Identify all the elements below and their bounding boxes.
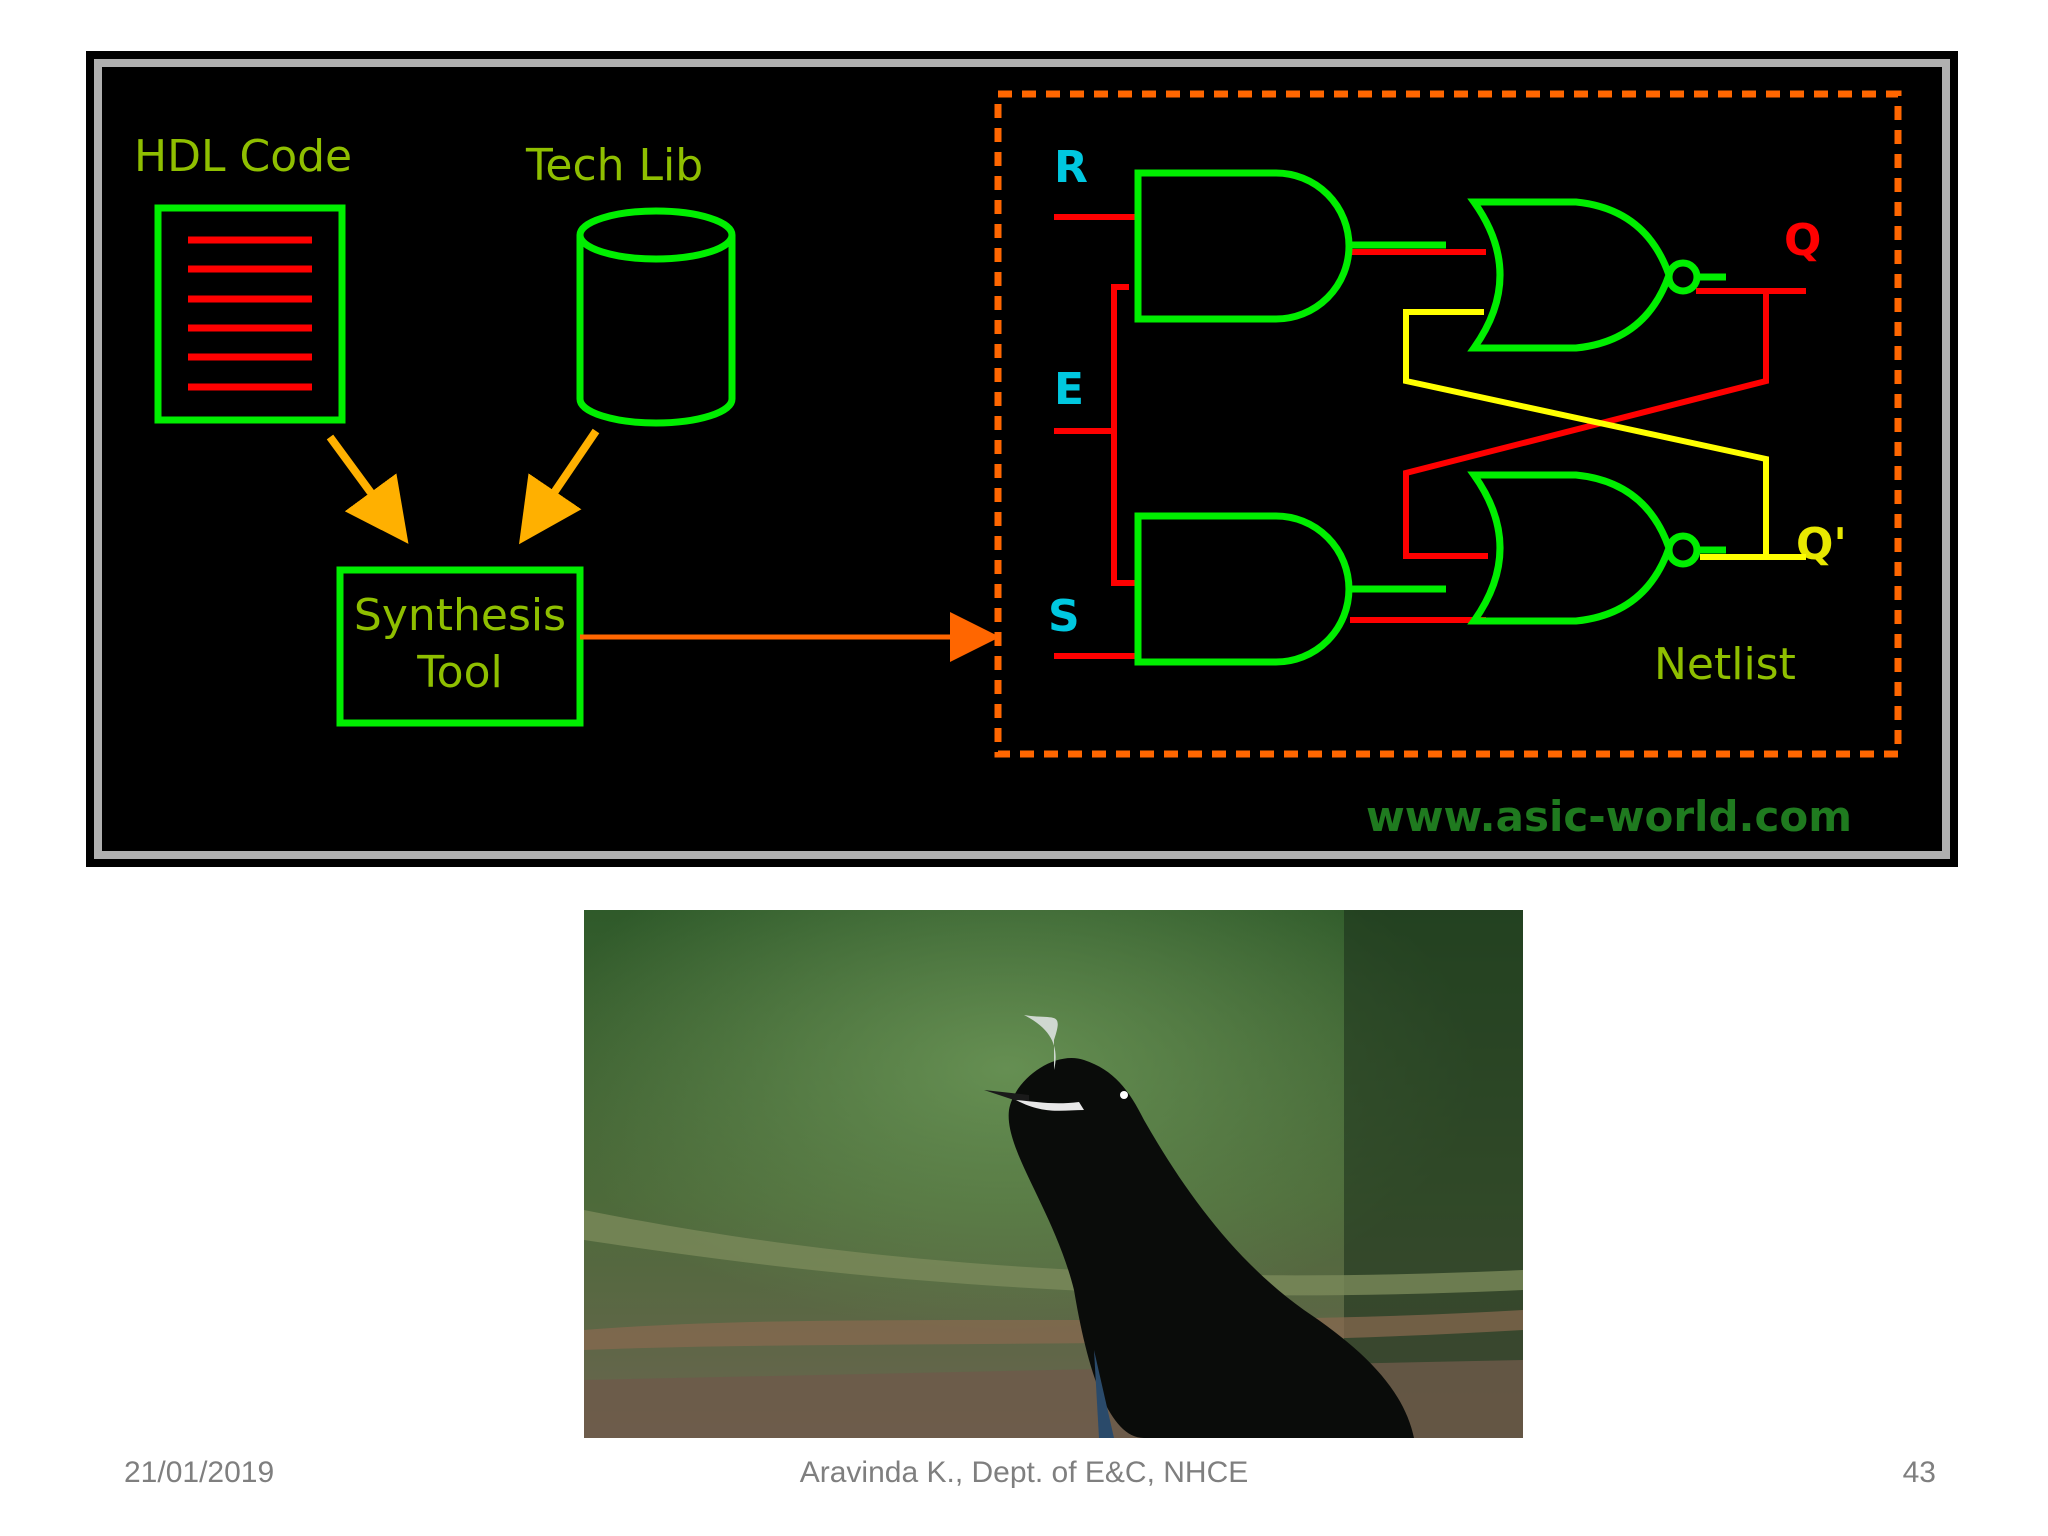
diagram-border: [94, 59, 1950, 859]
synthesis-tool-label-line2: Tool: [416, 647, 502, 698]
footer-author: Aravinda K., Dept. of E&C, NHCE: [799, 1456, 1249, 1489]
and-gate-bottom: [1134, 512, 1353, 666]
footer-date: 21/01/2019: [124, 1456, 275, 1489]
nor-gate-bottom-bubble: [1665, 532, 1701, 568]
document-icon: [154, 204, 346, 424]
output-q-label: Q: [1784, 215, 1821, 266]
nor-gate-bottom: [1467, 471, 1673, 625]
synthesis-tool-label-line1: Synthesis: [354, 590, 566, 641]
techlib-to-synthesis-arrow: [519, 428, 600, 545]
netlist-wires: [1054, 214, 1806, 659]
database-cylinder-icon: [576, 207, 736, 427]
bird: [984, 1015, 1414, 1438]
and-gate-top: [1134, 169, 1353, 323]
nor-gate-top: [1467, 198, 1673, 352]
netlist-label: Netlist: [1654, 639, 1796, 690]
signal-r-label: R: [1054, 142, 1088, 193]
signal-e-label: E: [1054, 364, 1084, 415]
synthesis-tool-box: [336, 566, 584, 727]
signal-s-label: S: [1048, 591, 1080, 642]
diagram-canvas: HDL Code Tech Lib Synthesis Tool R E: [94, 59, 1950, 859]
output-qbar-label: Q': [1796, 519, 1847, 570]
tech-lib-label: Tech Lib: [525, 140, 703, 191]
nor-gate-top-bubble: [1665, 259, 1701, 295]
hdl-code-label: HDL Code: [134, 131, 352, 182]
synthesis-diagram: HDL Code Tech Lib Synthesis Tool R E: [86, 51, 1958, 867]
bird-photo: [584, 910, 1523, 1438]
watermark-url: www.asic-world.com: [1366, 792, 1852, 841]
footer-page-number: 43: [1902, 1456, 1936, 1489]
netlist-border: [994, 90, 1902, 758]
bird-photo-canvas: [584, 910, 1523, 1438]
hdl-to-synthesis-arrow: [326, 434, 409, 544]
